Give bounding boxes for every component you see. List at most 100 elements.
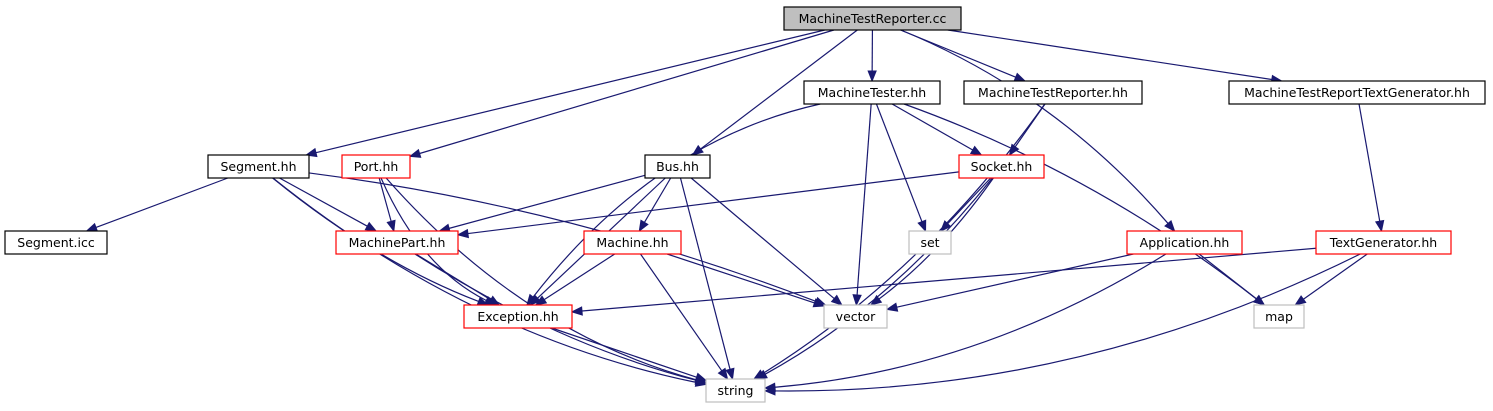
edge-line [774, 253, 1361, 392]
node-label: Exception.hh [477, 309, 558, 324]
edge-arrowhead [852, 294, 862, 307]
edge-arrowhead [969, 145, 983, 156]
edge-arrowhead [917, 219, 927, 233]
edge-line [900, 29, 1169, 224]
edge-machine-to-exception [534, 253, 616, 306]
node-application-hh[interactable]: Application.hh [1126, 230, 1243, 255]
node-label: Segment.hh [220, 159, 296, 174]
edge-line [700, 29, 858, 150]
edges-layer [85, 29, 1385, 396]
node-machinetestreporter-cc: MachineTestReporter.cc [783, 6, 962, 31]
edge-arrowhead [812, 298, 826, 308]
edge-exception-to-string [551, 327, 708, 382]
edge-line [95, 177, 229, 229]
edge-arrowhead [386, 219, 396, 233]
node-textgenerator-hh[interactable]: TextGenerator.hh [1315, 230, 1452, 255]
edge-arrowhead [1253, 294, 1266, 306]
node-machinetester-hh[interactable]: MachineTester.hh [803, 80, 941, 105]
node-label: vector [836, 309, 877, 324]
node-label: Segment.icc [17, 235, 95, 250]
node-label: Socket.hh [971, 159, 1033, 174]
edge-mtester-to-map [903, 103, 1266, 306]
edge-line [643, 177, 672, 223]
edge-mtester-to-exception [526, 103, 821, 307]
edge-bus-to-string [679, 177, 735, 381]
node-socket-hh[interactable]: Socket.hh [958, 154, 1045, 179]
edge-arrowhead [694, 372, 708, 382]
edge-arrowhead [1294, 295, 1307, 306]
edge-line [467, 171, 960, 235]
edge-arrowhead [717, 367, 729, 381]
node-label: TextGenerator.hh [1329, 235, 1437, 250]
edge-textgen-to-exception [570, 247, 1317, 316]
edge-line [762, 103, 1046, 375]
edge-arrowhead [570, 306, 583, 316]
edge-textgen-to-string [763, 253, 1361, 396]
edge-segment-to-mpart [279, 177, 378, 232]
edge-arrowhead [85, 222, 99, 232]
edge-line [774, 253, 1167, 388]
edge-line [315, 29, 825, 154]
node-segment-hh[interactable]: Segment.hh [207, 154, 310, 179]
edge-mtrep-to-string [752, 103, 1046, 380]
node-segment-icc[interactable]: Segment.icc [4, 230, 108, 255]
node-label: string [718, 383, 754, 398]
node-machinetestreporter-hh[interactable]: MachineTestReporter.hh [963, 80, 1143, 105]
edge-arrowhead [364, 221, 378, 232]
edge-segment-to-string [272, 177, 708, 387]
node-machinetestreporttextgenerator-hh[interactable]: MachineTestReportTextGenerator.hh [1228, 80, 1486, 105]
edge-line [414, 253, 697, 381]
edge-socket-to-string [755, 177, 993, 380]
edge-arrowhead [1374, 219, 1385, 233]
edge-root-to-port [408, 29, 835, 158]
edge-line [875, 103, 923, 222]
edge-mtrtg-to-textgen [1358, 103, 1385, 233]
edge-socket-to-mpart [456, 171, 960, 239]
node-map[interactable]: map [1253, 304, 1305, 329]
node-label: MachineTester.hh [818, 85, 926, 100]
edge-root-to-segment [304, 29, 825, 158]
edge-line [419, 29, 835, 155]
edge-line [896, 253, 1134, 308]
edge-machine-to-vector [666, 253, 826, 308]
edge-arrowhead [1013, 72, 1027, 82]
node-label: MachineTestReporter.cc [799, 11, 947, 26]
edge-mtester-to-vector [852, 103, 872, 307]
node-set[interactable]: set [908, 230, 952, 255]
edge-line [690, 177, 835, 300]
edge-arrowhead [529, 294, 542, 306]
node-string[interactable]: string [705, 378, 766, 403]
edge-line [856, 103, 872, 296]
edge-socket-to-set [939, 177, 992, 232]
edge-line [1198, 253, 1257, 300]
edge-arrowhead [763, 386, 776, 396]
node-label: Port.hh [354, 159, 399, 174]
edge-line [279, 177, 368, 227]
edge-arrowhead [725, 367, 735, 381]
node-label: MachineTestReportTextGenerator.hh [1244, 85, 1470, 100]
node-bus-hh[interactable]: Bus.hh [644, 154, 711, 179]
node-label: Application.hh [1140, 235, 1230, 250]
edge-segment-to-segicc [85, 177, 229, 232]
edge-line [764, 177, 993, 375]
edge-arrowhead [755, 369, 768, 380]
edge-bus-to-vector [690, 177, 843, 306]
edge-arrowhead [867, 70, 877, 83]
node-port-hh[interactable]: Port.hh [341, 154, 411, 179]
node-machinepart-hh[interactable]: MachinePart.hh [335, 230, 459, 255]
node-exception-hh[interactable]: Exception.hh [463, 304, 573, 329]
edge-line [543, 253, 616, 301]
edge-root-to-app [900, 29, 1176, 233]
edge-textgen-to-map [1294, 253, 1368, 306]
edge-line [532, 103, 821, 298]
edge-app-to-map [1198, 253, 1266, 306]
edge-line [378, 177, 392, 222]
edge-line [903, 103, 1257, 300]
edge-arrowhead [939, 220, 952, 232]
edge-arrowhead [830, 294, 843, 306]
edge-root-to-mtrtg [947, 29, 1284, 85]
node-vector[interactable]: vector [823, 304, 888, 329]
node-machine-hh[interactable]: Machine.hh [583, 230, 682, 255]
edge-port-to-mpart [378, 177, 396, 233]
